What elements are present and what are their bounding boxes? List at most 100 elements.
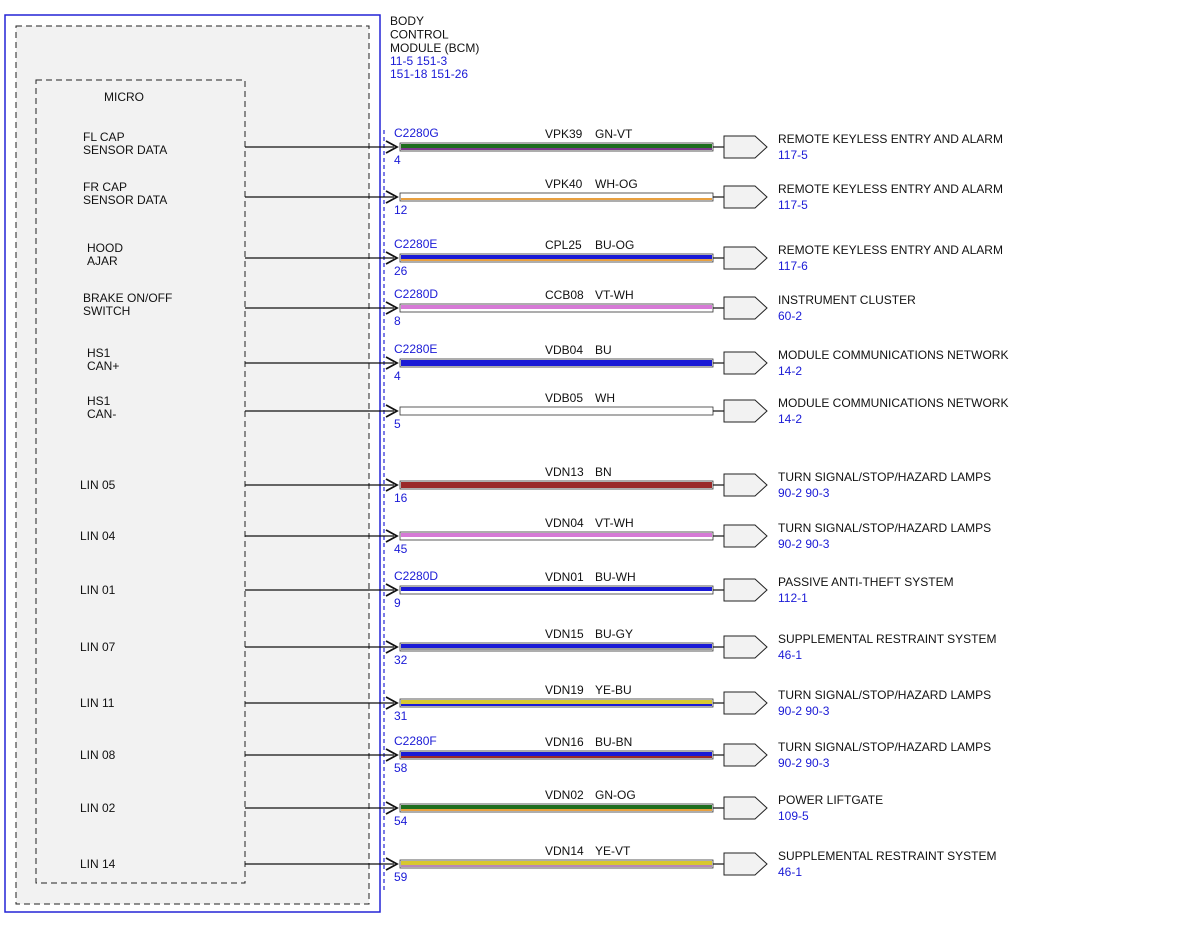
- wire-color-code: BU-BN: [595, 735, 632, 749]
- destination-label: MODULE COMMUNICATIONS NETWORK: [778, 348, 1008, 362]
- connector-id: C2280G: [394, 126, 439, 140]
- destination-arrow-icon: [723, 185, 768, 209]
- destination-ref: 117-5: [778, 198, 808, 212]
- destination-arrow-icon: [723, 399, 768, 423]
- wire-stripe: [401, 865, 712, 867]
- destination-ref: 46-1: [778, 865, 802, 879]
- destination-label: PASSIVE ANTI-THEFT SYSTEM: [778, 575, 954, 589]
- pin-number: 8: [394, 314, 401, 328]
- wire-stripe: [401, 537, 712, 539]
- pin-function-label: HS1: [87, 394, 111, 408]
- pin-arrow-icon: [385, 251, 399, 265]
- circuit-id: VDN14: [545, 844, 584, 858]
- pin-number: 54: [394, 814, 408, 828]
- pin-function-label: LIN 01: [80, 583, 116, 597]
- destination-ref: 90-2 90-3: [778, 704, 830, 718]
- pin-arrow-icon: [385, 583, 399, 597]
- wire-color-code: GN-OG: [595, 788, 636, 802]
- wire-stripe: [401, 591, 712, 593]
- wire-base: [401, 194, 712, 200]
- pin-function-label: LIN 11: [80, 696, 115, 710]
- wire-stripe: [401, 648, 712, 650]
- destination-ref: 90-2 90-3: [778, 486, 830, 500]
- pin-number: 9: [394, 596, 401, 610]
- destination-label: TURN SIGNAL/STOP/HAZARD LAMPS: [778, 688, 991, 702]
- wire-stripe: [401, 809, 712, 811]
- circuit-id: VDN04: [545, 516, 584, 530]
- wire-base: [401, 587, 712, 593]
- wire-base: [401, 360, 712, 366]
- pin-arrow-icon: [385, 748, 399, 762]
- pin-function-label: LIN 04: [80, 529, 116, 543]
- wire-color-code: BN: [595, 465, 612, 479]
- destination-arrow-icon: [723, 351, 768, 375]
- wire-stripe: [401, 486, 712, 488]
- wire-base: [401, 408, 712, 414]
- pin-arrow-icon: [385, 356, 399, 370]
- wire-stripe: [401, 412, 712, 414]
- destination-label: SUPPLEMENTAL RESTRAINT SYSTEM: [778, 632, 997, 646]
- connector-id: C2280D: [394, 287, 438, 301]
- destination-label: MODULE COMMUNICATIONS NETWORK: [778, 396, 1008, 410]
- wire-stripe: [401, 198, 712, 200]
- pin-function-label: SWITCH: [83, 304, 130, 318]
- destination-arrow-icon: [723, 578, 768, 602]
- destination-label: TURN SIGNAL/STOP/HAZARD LAMPS: [778, 470, 991, 484]
- circuit-id: VDN13: [545, 465, 584, 479]
- wire-stripe: [401, 309, 712, 311]
- wire-color-code: BU-WH: [595, 570, 636, 584]
- wire-base: [401, 482, 712, 488]
- wire-stripe: [401, 148, 712, 150]
- module-inner-dashed: [15, 25, 370, 905]
- destination-arrow-icon: [723, 796, 768, 820]
- circuit-id: VDN19: [545, 683, 584, 697]
- wire-color-code: YE-BU: [595, 683, 632, 697]
- pin-function-label: LIN 02: [80, 801, 116, 815]
- destination-arrow-icon: [723, 246, 768, 270]
- wire-stripe: [401, 756, 712, 758]
- pin-number: 58: [394, 761, 408, 775]
- pin-number: 26: [394, 264, 408, 278]
- pin-function-label: SENSOR DATA: [83, 143, 167, 157]
- pin-number: 4: [394, 369, 401, 383]
- destination-arrow-icon: [723, 691, 768, 715]
- pin-function-label: LIN 08: [80, 748, 116, 762]
- wire-stripe: [401, 259, 712, 261]
- destination-label: POWER LIFTGATE: [778, 793, 883, 807]
- destination-arrow-icon: [723, 524, 768, 548]
- destination-ref: 60-2: [778, 309, 802, 323]
- pin-arrow-icon: [385, 478, 399, 492]
- wire-base: [401, 533, 712, 539]
- circuit-id: VPK40: [545, 177, 583, 191]
- wire-color-code: WH: [595, 391, 615, 405]
- pin-function-label: SENSOR DATA: [83, 193, 167, 207]
- destination-arrow-icon: [723, 135, 768, 159]
- destination-ref: 90-2 90-3: [778, 537, 830, 551]
- pin-arrow-icon: [385, 404, 399, 418]
- micro-label: MICRO: [104, 90, 144, 104]
- pin-arrow-icon: [385, 140, 399, 154]
- destination-label: TURN SIGNAL/STOP/HAZARD LAMPS: [778, 740, 991, 754]
- wire-stripe: [401, 704, 712, 706]
- pin-function-label: CAN+: [87, 359, 119, 373]
- destination-label: REMOTE KEYLESS ENTRY AND ALARM: [778, 182, 1003, 196]
- pin-arrow-icon: [385, 857, 399, 871]
- circuit-id: CPL25: [545, 238, 582, 252]
- wire-base: [401, 752, 712, 758]
- pin-number: 32: [394, 653, 408, 667]
- pin-function-label: HS1: [87, 346, 111, 360]
- destination-label: INSTRUMENT CLUSTER: [778, 293, 916, 307]
- destination-arrow-icon: [723, 743, 768, 767]
- circuit-id: VDB05: [545, 391, 583, 405]
- wire-color-code: WH-OG: [595, 177, 638, 191]
